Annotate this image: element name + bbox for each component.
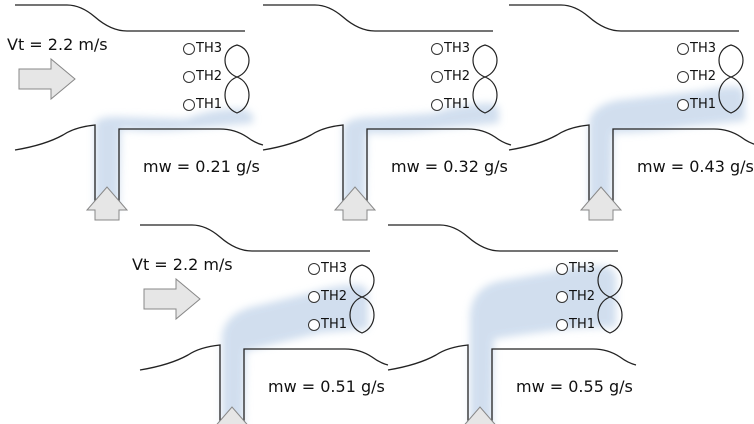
duct-bottom-wall-left (14, 124, 96, 210)
sensor-label-th2: TH2 (444, 69, 470, 84)
mass-flow-label: mw = 0.51 g/s (268, 377, 385, 396)
sensor-circle-th3 (308, 263, 320, 275)
sensor-label-th3: TH3 (690, 41, 716, 56)
mass-flow-label: mw = 0.21 g/s (143, 157, 260, 176)
sensor-circle-th3 (183, 43, 195, 55)
mass-flow-label: mw = 0.32 g/s (391, 157, 508, 176)
stirrer-loop (718, 44, 744, 114)
sensor-label-th1: TH1 (569, 317, 595, 332)
sensor-circle-th2 (308, 291, 320, 303)
sensor-circle-th1 (556, 319, 568, 331)
plume-diagram-svg (14, 4, 754, 424)
duct-bottom-wall-left (508, 124, 590, 210)
duct-top-wall (388, 224, 618, 252)
inlet-arrow (85, 186, 129, 221)
inlet-arrow (464, 406, 496, 424)
stirrer-loop (597, 264, 623, 334)
stirrer-loop (349, 264, 375, 334)
smoke-plume (589, 86, 745, 210)
panel-1 (14, 4, 264, 221)
duct-top-wall (140, 224, 370, 252)
sensor-label-th1: TH1 (444, 97, 470, 112)
sensor-label-th3: TH3 (569, 261, 595, 276)
sensor-circle-th2 (556, 291, 568, 303)
smoke-plume (222, 284, 368, 424)
duct-top-wall (263, 4, 493, 32)
smoke-plume (470, 265, 616, 424)
duct-bottom-wall-right (491, 348, 637, 424)
sensor-circle-th3 (677, 43, 689, 55)
inlet-arrow (216, 406, 248, 424)
sensor-label-th1: TH1 (321, 317, 347, 332)
sensor-label-th2: TH2 (690, 69, 716, 84)
sensor-circle-th1 (183, 99, 195, 111)
sensor-circle-th2 (677, 71, 689, 83)
sensor-label-th2: TH2 (196, 69, 222, 84)
smoke-plume (343, 103, 499, 210)
duct-top-wall (509, 4, 739, 32)
duct-top-wall (15, 4, 245, 32)
flow-arrow (18, 57, 76, 101)
inlet-arrow (333, 186, 377, 221)
stirrer-loop (472, 44, 498, 114)
sensor-label-th1: TH1 (196, 97, 222, 112)
sensor-circle-th1 (677, 99, 689, 111)
duct-bottom-wall-right (366, 128, 512, 210)
sensor-label-th3: TH3 (444, 41, 470, 56)
inlet-arrow (579, 186, 623, 221)
sensor-circle-th3 (556, 263, 568, 275)
sensor-label-th1: TH1 (690, 97, 716, 112)
sensor-circle-th2 (183, 71, 195, 83)
duct-bottom-wall-left (387, 344, 469, 424)
mass-flow-label: mw = 0.43 g/s (637, 157, 754, 176)
panel-2 (262, 4, 512, 221)
sensor-label-th3: TH3 (196, 41, 222, 56)
sensor-circle-th3 (431, 43, 443, 55)
velocity-label: Vt = 2.2 m/s (132, 255, 233, 274)
panel-4 (139, 224, 389, 424)
panel-3 (508, 4, 754, 221)
duct-bottom-wall-left (139, 344, 221, 424)
sensor-label-th2: TH2 (321, 289, 347, 304)
duct-bottom-wall-left (262, 124, 344, 210)
panel-5 (387, 224, 637, 424)
duct-bottom-wall-right (118, 128, 264, 210)
duct-bottom-wall-right (243, 348, 389, 424)
stirrer-loop (224, 44, 250, 114)
velocity-label: Vt = 2.2 m/s (7, 35, 108, 54)
duct-bottom-wall-right (612, 128, 754, 210)
sensor-circle-th2 (431, 71, 443, 83)
sensor-label-th3: TH3 (321, 261, 347, 276)
flow-arrow (143, 277, 201, 321)
sensor-circle-th1 (431, 99, 443, 111)
sensor-label-th2: TH2 (569, 289, 595, 304)
sensor-circle-th1 (308, 319, 320, 331)
mass-flow-label: mw = 0.55 g/s (516, 377, 633, 396)
